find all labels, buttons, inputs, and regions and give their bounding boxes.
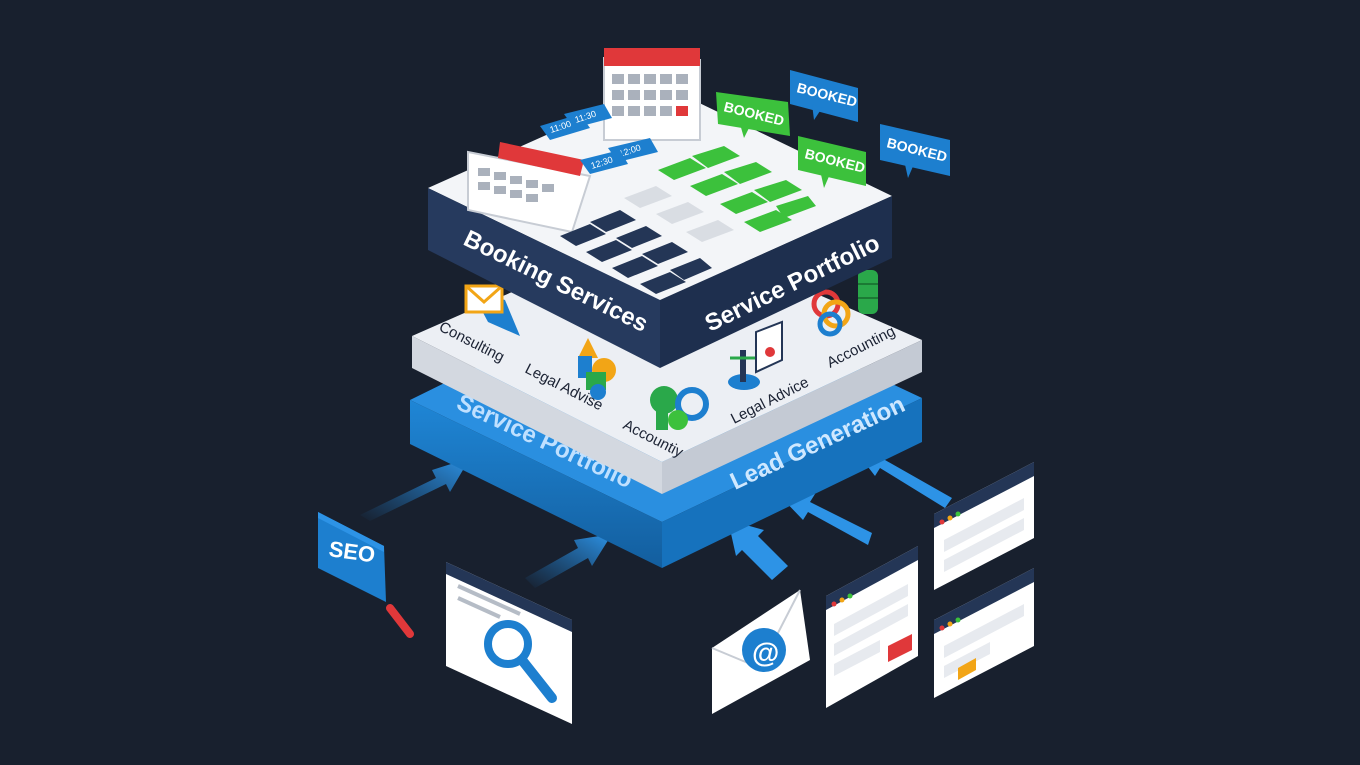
magnifier-handle (386, 604, 414, 638)
svg-text:@: @ (752, 637, 779, 668)
web-form-window (934, 462, 1034, 590)
arrow-seo (360, 458, 470, 521)
arrow-form-1 (780, 494, 872, 545)
booked-badges: BOOKED BOOKED BOOKED BOOKED (716, 70, 950, 188)
calendar-icon (603, 48, 701, 141)
accounting-plant-icon (650, 386, 709, 430)
magnifier-icon (484, 620, 557, 703)
certificate-icon (728, 320, 783, 390)
time-slots: 11:00 11:30 12:00 12:30 (540, 104, 658, 174)
booked-badge: BOOKED (716, 92, 790, 138)
scales-icon (578, 338, 616, 400)
database-icon (811, 270, 878, 337)
booked-badge: BOOKED (798, 136, 867, 188)
lead-flow-arrows (360, 450, 952, 588)
arrow-email (728, 520, 788, 580)
calendar-icon (467, 142, 592, 234)
booked-badge: BOOKED (880, 124, 950, 178)
arrow-search (525, 534, 612, 588)
service-icons (464, 270, 878, 430)
available-slot-grid (624, 186, 734, 242)
envelope-icon (464, 284, 520, 336)
search-browser-window (446, 562, 572, 724)
at-sign-icon (742, 628, 786, 672)
web-form-window (934, 568, 1034, 698)
booked-badge: BOOKED (790, 70, 859, 122)
email-source: @ (711, 589, 810, 714)
time-slot[interactable]: 12:30 (580, 150, 628, 174)
web-form-window (826, 546, 918, 708)
booked-slot-grid (658, 146, 816, 232)
time-slot[interactable]: 11:30 (564, 104, 612, 128)
unavailable-slot-grid (560, 210, 712, 294)
arrow-form-2 (855, 450, 952, 508)
seo-source: SEO (318, 512, 414, 638)
